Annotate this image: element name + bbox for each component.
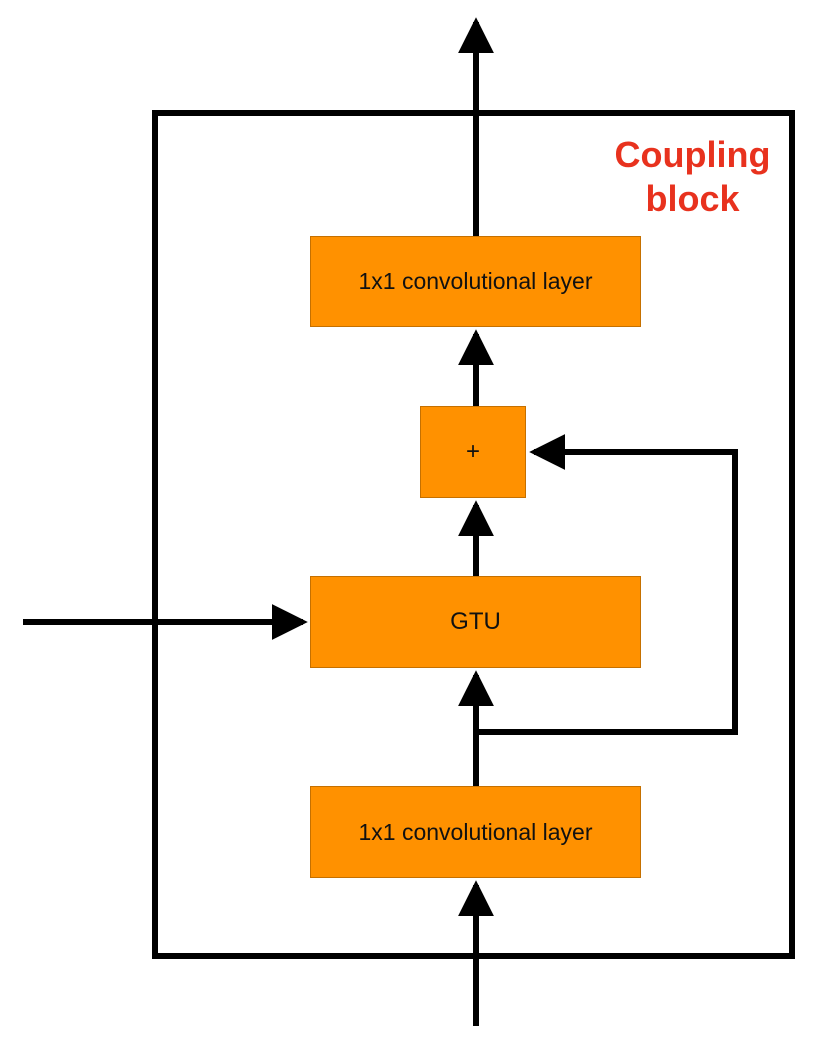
coupling-block-label-line2: block — [645, 178, 740, 219]
conv-bottom-label: 1x1 convolutional layer — [358, 818, 593, 845]
gtu-label: GTU — [450, 608, 501, 635]
gtu-node: GTU — [310, 576, 641, 668]
conv-top-node: 1x1 convolutional layer — [310, 236, 641, 327]
conv-top-label: 1x1 convolutional layer — [358, 268, 593, 294]
add-node: + — [420, 406, 526, 498]
coupling-block-label-line1: Coupling — [614, 134, 771, 175]
coupling-block-label: Coupling block — [600, 133, 785, 221]
conv-bottom-node: 1x1 convolutional layer — [310, 786, 641, 878]
add-label: + — [465, 438, 480, 465]
skip-connection-line — [476, 452, 738, 735]
